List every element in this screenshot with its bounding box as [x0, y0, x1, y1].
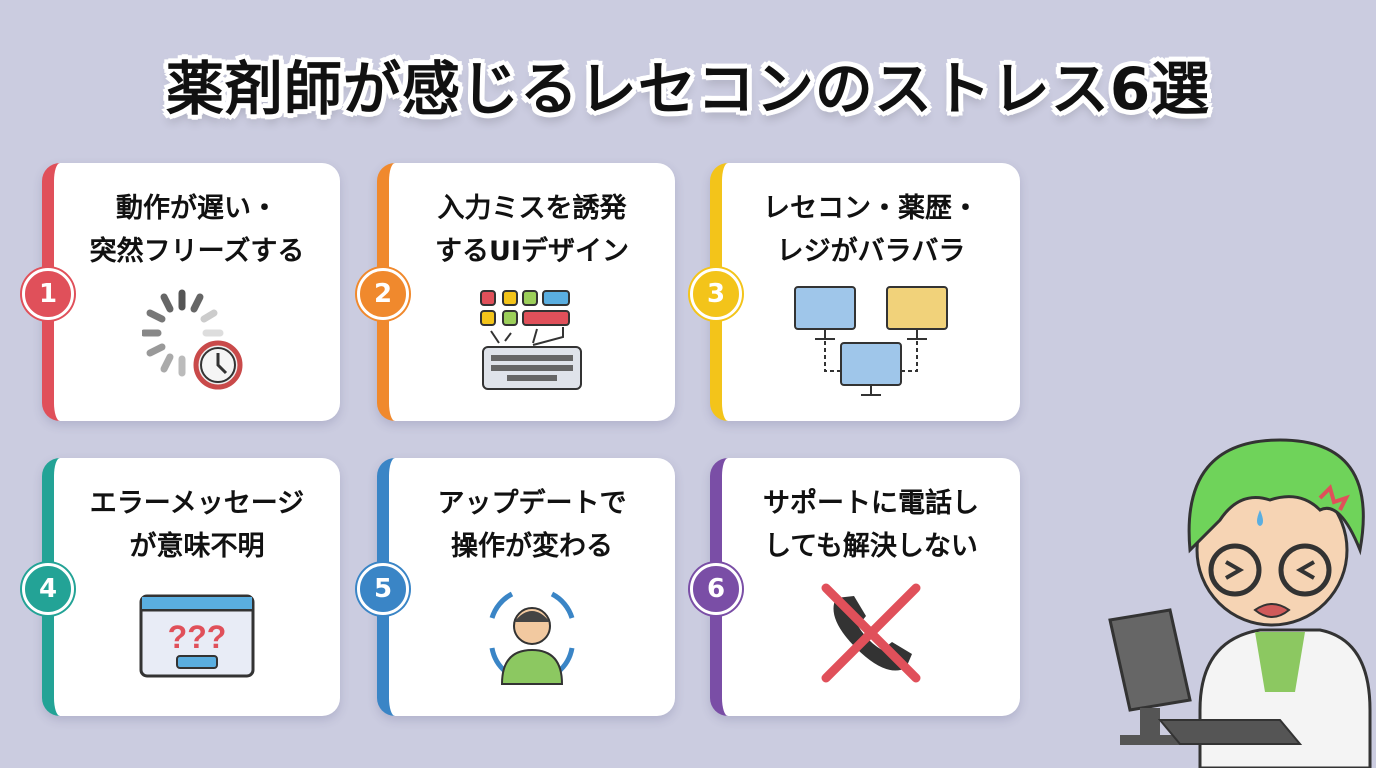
card-line: アップデートで	[437, 488, 627, 519]
phone-crossed-icon	[821, 583, 921, 683]
card-line: サポートに電話し	[763, 488, 979, 519]
card-6: 6 サポートに電話ししても解決しない	[690, 458, 1020, 716]
card-4: 4 エラーメッセージが意味不明 ???	[22, 458, 340, 716]
number-badge: 5	[357, 563, 409, 615]
card-line: 突然フリーズする	[89, 236, 305, 267]
confused-person-icon	[489, 591, 575, 685]
card-text: 入力ミスを誘発するUIデザイン	[389, 187, 675, 273]
svg-text:???: ???	[168, 619, 227, 655]
loading-clock-icon	[142, 289, 243, 390]
number-badge: 2	[357, 268, 409, 320]
number-badge: 3	[690, 268, 742, 320]
card-text: レセコン・薬歴・レジがバラバラ	[722, 187, 1020, 273]
card-1: 1 動作が遅い・突然フリーズする	[22, 163, 340, 421]
number-badge: 6	[690, 563, 742, 615]
card-line: 動作が遅い・	[116, 193, 278, 224]
disconnected-computers-icon	[794, 286, 948, 396]
error-window-icon: ???	[139, 594, 255, 678]
stressed-pharmacist-illustration	[1108, 438, 1372, 768]
card-text: 動作が遅い・突然フリーズする	[54, 187, 340, 273]
page-title: 薬剤師が感じるレセコンのストレス6選	[165, 55, 1211, 123]
card-line: エラーメッセージ	[89, 488, 305, 519]
card-line: 操作が変わる	[451, 531, 613, 562]
card-line: しても解決しない	[764, 531, 978, 562]
number-badge: 4	[22, 563, 74, 615]
card-text: エラーメッセージが意味不明	[54, 482, 340, 568]
card-3: 3 レセコン・薬歴・レジがバラバラ	[690, 163, 1020, 421]
keyboard-icon	[480, 290, 582, 390]
card-line: 入力ミスを誘発	[437, 193, 627, 224]
card-5: 5 アップデートで操作が変わる	[357, 458, 675, 716]
card-line: するUIデザイン	[435, 236, 629, 267]
card-line: が意味不明	[129, 531, 265, 562]
number-badge: 1	[22, 268, 74, 320]
card-line: レジがバラバラ	[776, 236, 966, 267]
card-text: アップデートで操作が変わる	[389, 482, 675, 568]
card-2: 2 入力ミスを誘発するUIデザイン	[357, 163, 675, 421]
card-line: レセコン・薬歴・	[763, 193, 979, 224]
card-text: サポートに電話ししても解決しない	[722, 482, 1020, 568]
